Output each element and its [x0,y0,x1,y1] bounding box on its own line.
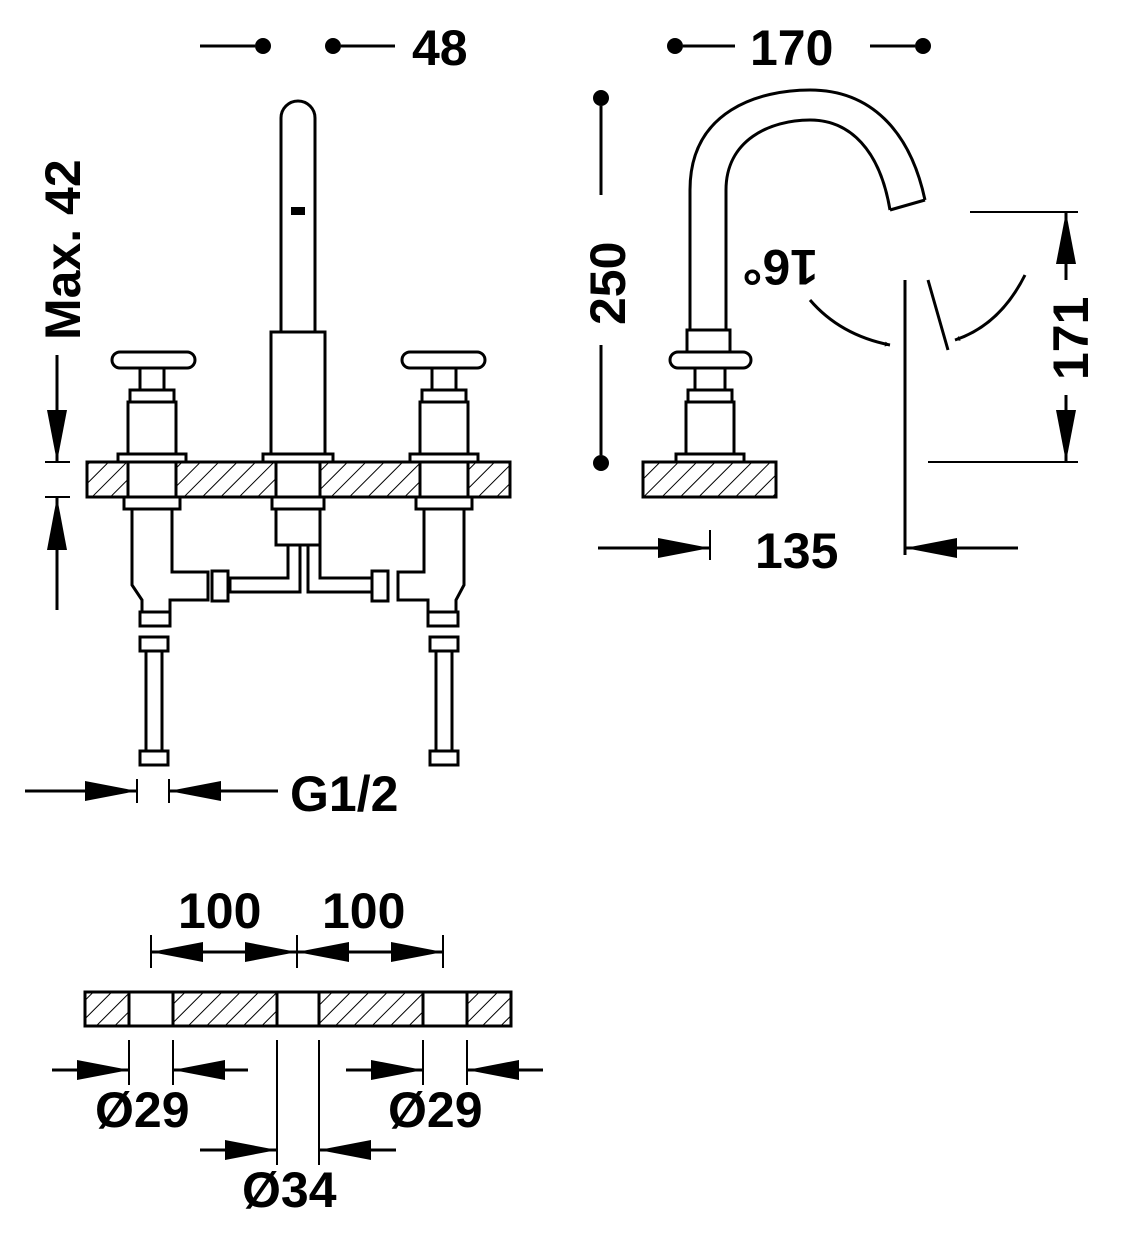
dimension-hole-left-label: Ø29 [95,1082,190,1138]
front-view: 48 Max. 42 [25,20,512,822]
spout-front [210,99,390,603]
countertop-plan-section [83,990,513,1028]
hole-left [127,990,175,1028]
dimension-135: 135 [598,523,1018,579]
dimension-hole-right-label: Ø29 [388,1082,483,1138]
dimension-171-label: 171 [1043,297,1099,380]
angle-16: 16° [742,239,1027,555]
hole-right [421,990,469,1028]
dimension-max-42: Max. 42 [35,159,91,610]
dimension-135-label: 135 [755,523,838,579]
dimension-g12-label: G1/2 [290,766,398,822]
dimension-hole-center-label: Ø34 [242,1162,337,1218]
side-view: 170 250 [580,20,1099,579]
dimension-hole-left: Ø29 [52,1040,248,1138]
plan-view: 100 100 Ø [52,883,543,1218]
countertop-section-side [641,460,778,499]
left-handle [110,350,210,767]
hole-center [275,990,321,1028]
dimension-171: 171 [928,211,1099,463]
dimension-hole-center: Ø34 [200,1040,396,1218]
dimension-170-label: 170 [750,20,833,76]
dimension-48: 48 [200,20,468,76]
dimension-spacing: 100 100 [150,883,444,968]
dimension-100-right-label: 100 [322,883,405,939]
dimension-250-label: 250 [580,242,636,325]
dimension-250: 250 [580,90,636,471]
spout-side [668,88,927,464]
dimension-170: 170 [667,20,931,76]
dimension-max-42-label: Max. 42 [35,159,91,340]
right-handle [396,350,487,767]
dimension-hole-right: Ø29 [346,1040,543,1138]
dimension-g12: G1/2 [25,766,398,822]
angle-16-label: 16° [742,239,818,295]
dimension-48-label: 48 [412,20,468,76]
dimension-100-left-label: 100 [178,883,261,939]
